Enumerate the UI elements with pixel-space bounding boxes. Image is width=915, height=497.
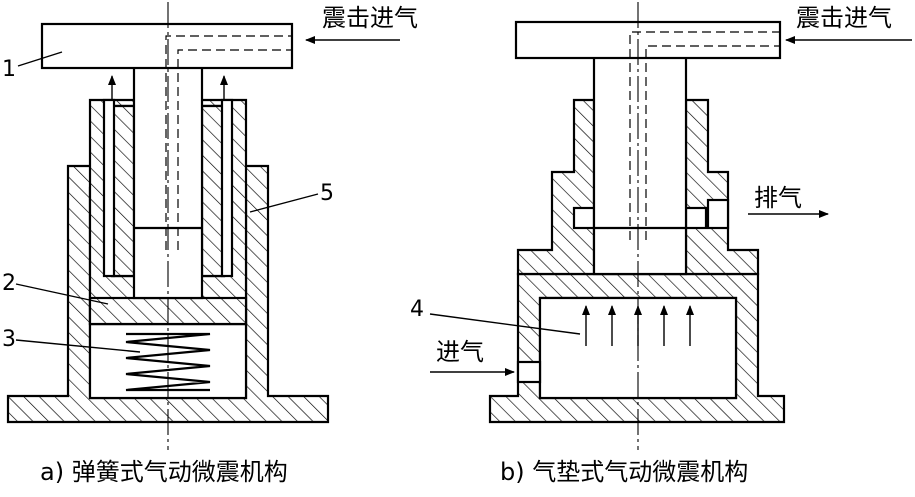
- table-b: [514, 20, 782, 60]
- exhaust-label: 排气: [754, 184, 802, 212]
- leader-4: [429, 313, 581, 335]
- inlet-label-b: 震击进气: [796, 4, 892, 32]
- exhaust-outlet: [706, 198, 730, 230]
- intake-port: [516, 360, 542, 384]
- exhaust-port-right: [684, 206, 708, 230]
- table-a: [40, 22, 294, 70]
- air-passage-a: [165, 35, 292, 250]
- leader-3: [15, 339, 141, 353]
- air-passage-b2: [645, 45, 780, 240]
- air-passage-a2: [177, 49, 292, 250]
- part-label-4: 4: [410, 297, 424, 322]
- diagram-a-spring-mechanism: 震击进气 1 2 3 5 a) 弹簧式气动微震机构: [2, 2, 418, 486]
- part-label-5: 5: [320, 181, 334, 206]
- shaft-b: [592, 54, 688, 276]
- intake-label: 进气: [436, 338, 484, 366]
- air-channel-left: [102, 98, 116, 278]
- caption-a: a) 弹簧式气动微震机构: [40, 458, 288, 486]
- air-passage-b: [629, 31, 780, 240]
- exhaust-port-left: [572, 206, 596, 230]
- diagram-b-air-cushion-mechanism: 震击进气 排气 进气 4 b) 气垫式气动微震机构: [410, 2, 912, 486]
- leader-5: [249, 193, 319, 213]
- leader-1: [17, 51, 63, 67]
- caption-b: b) 气垫式气动微震机构: [500, 458, 748, 486]
- part-label-1: 1: [2, 57, 16, 82]
- leader-2: [15, 283, 109, 305]
- air-channel-right: [220, 98, 234, 278]
- part-label-3: 3: [2, 327, 16, 352]
- part-label-2: 2: [2, 271, 16, 296]
- inlet-label-a: 震击进气: [322, 4, 418, 32]
